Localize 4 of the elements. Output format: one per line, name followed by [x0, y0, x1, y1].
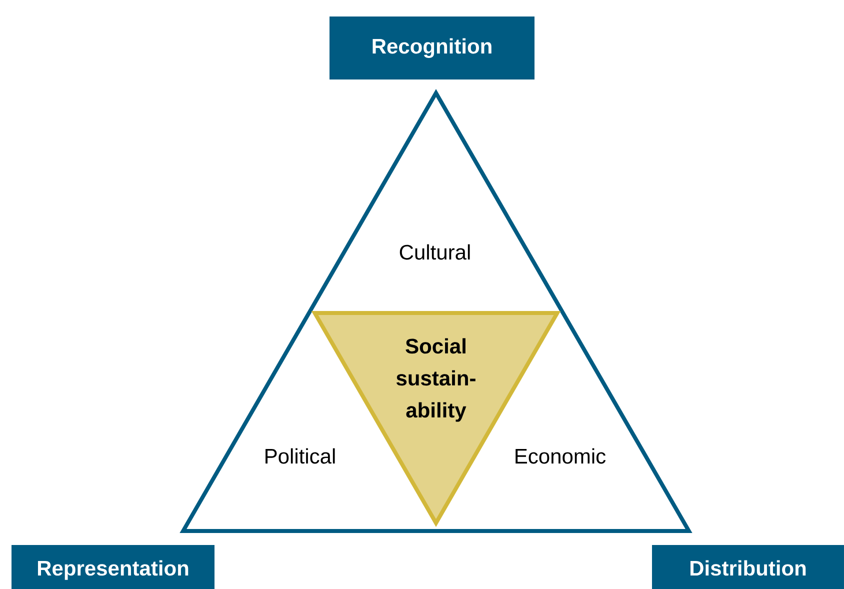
title-box: Representation: [12, 544, 214, 589]
region-label: Cultural: [400, 244, 470, 260]
title-box: Recognition: [330, 16, 534, 80]
title-box: Distribution: [652, 544, 844, 589]
